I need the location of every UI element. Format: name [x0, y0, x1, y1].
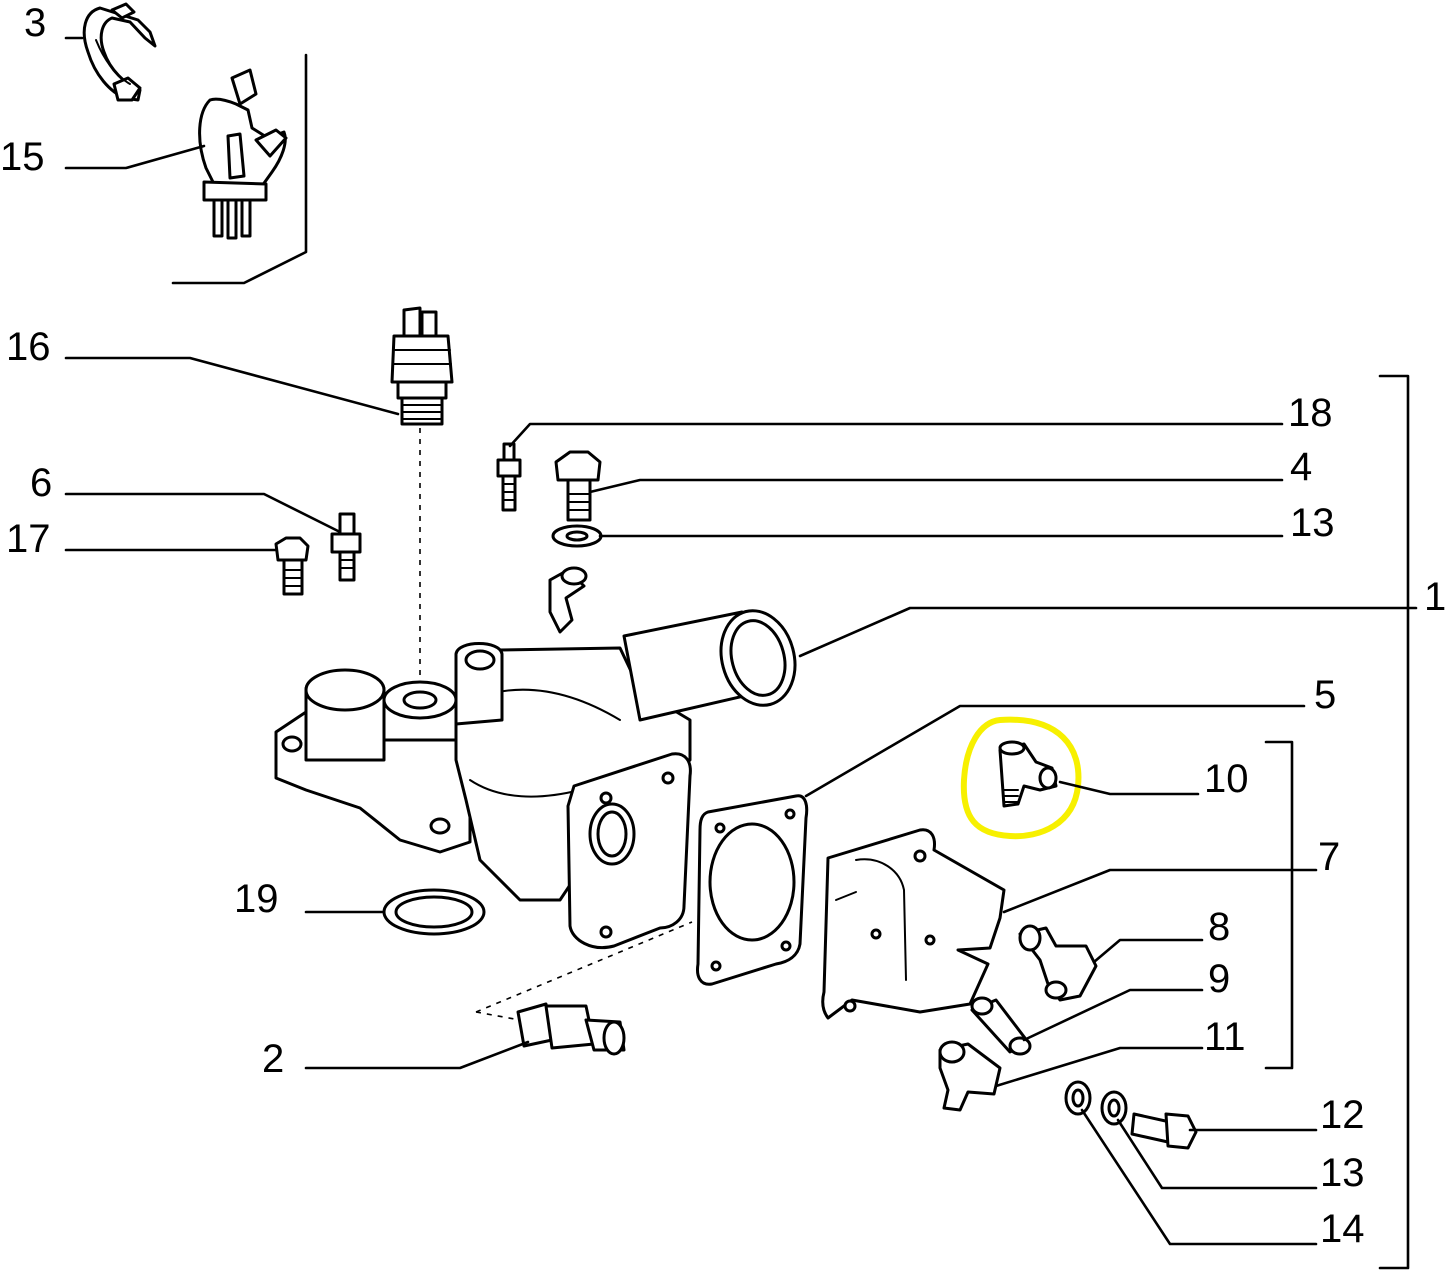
- group-bracket-10: [1264, 740, 1294, 1070]
- part-2-fitting: [516, 1002, 626, 1056]
- callout-13-top: 13: [1290, 501, 1335, 545]
- callout-16: 16: [6, 325, 51, 369]
- part-7-cover: [821, 828, 1006, 1020]
- part-5-gasket: [696, 794, 809, 986]
- callout-7: 7: [1318, 835, 1340, 879]
- callout-5: 5: [1314, 673, 1336, 717]
- leader-lines: [64, 36, 1418, 1246]
- part-14-washer: [1064, 1080, 1092, 1116]
- callout-1: 1: [1424, 575, 1445, 619]
- callout-13-bottom: 13: [1320, 1151, 1365, 1195]
- callout-2: 2: [262, 1037, 284, 1081]
- part-18-stud: [496, 442, 522, 512]
- callout-11: 11: [1204, 1015, 1246, 1059]
- callout-17: 17: [6, 517, 51, 561]
- callout-12: 12: [1320, 1093, 1365, 1137]
- part-11-fitting: [938, 1040, 1002, 1112]
- callout-19: 19: [234, 877, 279, 921]
- callout-3: 3: [24, 1, 46, 45]
- part-9-pipe: [970, 996, 1032, 1056]
- part-13-washer: [1100, 1090, 1128, 1126]
- part-4-bolt: [554, 450, 602, 522]
- part-12-bolt: [1130, 1112, 1198, 1150]
- part-6-stud: [330, 512, 362, 582]
- callout-15: 15: [0, 135, 45, 179]
- callout-8: 8: [1208, 905, 1230, 949]
- inset-frame: [171, 53, 308, 285]
- part-13-washer-top: [551, 524, 603, 548]
- part-8-elbow: [1018, 924, 1098, 1002]
- group-bracket-1: [1378, 374, 1410, 1270]
- part-15-sensor-clip: [198, 68, 288, 240]
- part-10-elbow-fitting: [998, 740, 1058, 808]
- callout-18: 18: [1288, 391, 1333, 435]
- callout-4: 4: [1290, 445, 1312, 489]
- callout-14: 14: [1320, 1207, 1365, 1251]
- part-16-temp-sensor: [390, 306, 454, 426]
- callout-6: 6: [30, 461, 52, 505]
- part-3-hose-clamp: [82, 2, 157, 102]
- callout-9: 9: [1208, 957, 1230, 1001]
- highlight-circle: [960, 716, 1082, 840]
- callout-10: 10: [1204, 757, 1249, 801]
- part-1-thermostat-housing: [274, 566, 797, 949]
- part-19-o-ring: [382, 888, 486, 936]
- part-17-bolt: [274, 536, 310, 596]
